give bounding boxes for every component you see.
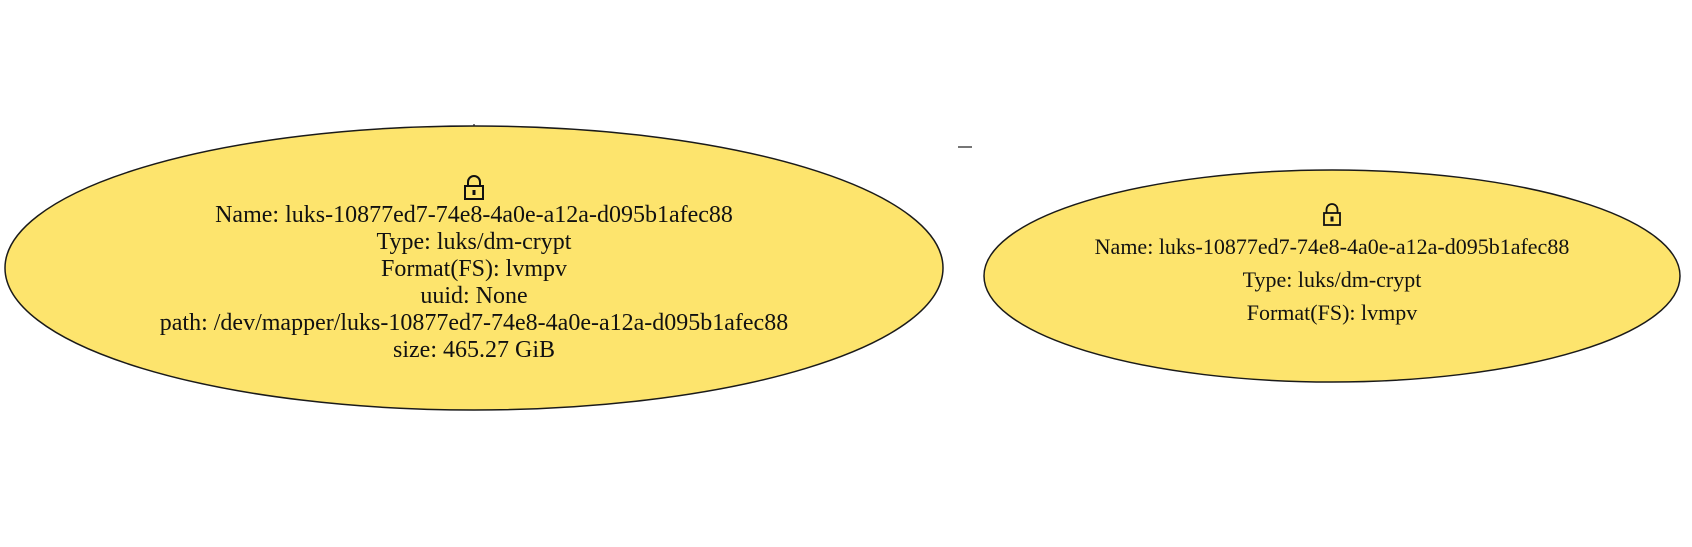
node-name: Name: luks-10877ed7-74e8-4a0e-a12a-d095b… bbox=[1095, 234, 1570, 259]
node-name: Name: luks-10877ed7-74e8-4a0e-a12a-d095b… bbox=[215, 202, 733, 228]
node-ellipse bbox=[4, 125, 944, 411]
luks-node-detailed[interactable]: Name: luks-10877ed7-74e8-4a0e-a12a-d095b… bbox=[4, 125, 944, 411]
node-ellipse bbox=[983, 169, 1681, 383]
node-path: path: /dev/mapper/luks-10877ed7-74e8-4a0… bbox=[160, 310, 788, 336]
node-uuid: uuid: None bbox=[420, 283, 527, 309]
lock-icon bbox=[1323, 203, 1341, 226]
node-format: Format(FS): lvmpv bbox=[381, 256, 567, 282]
node-type: Type: luks/dm-crypt bbox=[1243, 267, 1422, 292]
lock-icon bbox=[464, 175, 484, 200]
node-type: Type: luks/dm-crypt bbox=[377, 229, 572, 255]
luks-node-summary[interactable]: Name: luks-10877ed7-74e8-4a0e-a12a-d095b… bbox=[983, 169, 1681, 383]
node-size: size: 465.27 GiB bbox=[393, 337, 555, 363]
node-format: Format(FS): lvmpv bbox=[1247, 300, 1418, 325]
